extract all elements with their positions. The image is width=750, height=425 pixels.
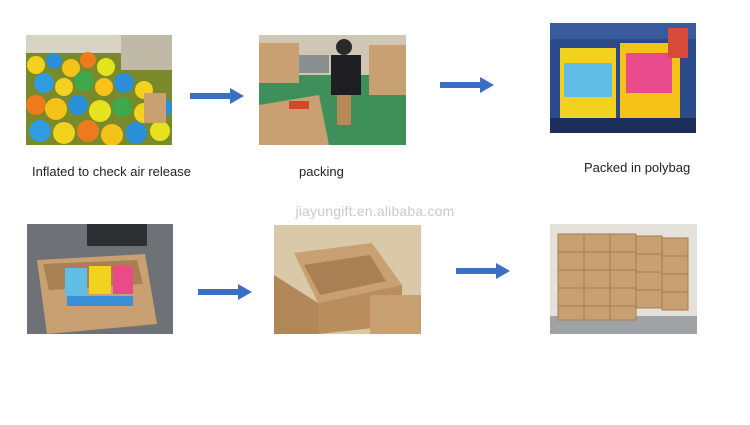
photo-box-with-packs (27, 224, 173, 334)
step-caption-packing: packing (299, 164, 344, 179)
photo-stacked-cartons (550, 224, 697, 334)
arrow-right-icon (456, 263, 510, 279)
photo-polybag-packs (550, 23, 696, 133)
photo-sealed-cartons (274, 225, 421, 334)
step-caption-inflate: Inflated to check air release (32, 164, 191, 179)
photo-inflated-balls (26, 35, 172, 145)
arrow-right-icon (198, 284, 252, 300)
arrow-right-icon (440, 77, 494, 93)
watermark: jiayungift.en.alibaba.com (295, 203, 455, 219)
photo-packing-worker (259, 35, 406, 145)
step-caption-polybag: Packed in polybag (584, 160, 691, 175)
arrow-right-icon (190, 88, 244, 104)
